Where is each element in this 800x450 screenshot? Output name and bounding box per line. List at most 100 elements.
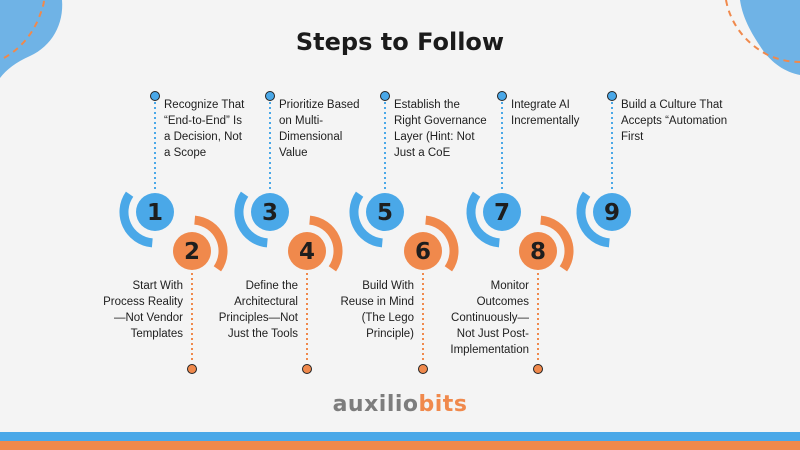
connector-dot: [533, 364, 543, 374]
description-line: Incrementally: [511, 115, 580, 127]
description-line: Reuse in Mind: [340, 296, 414, 308]
description-line: Right Governance: [394, 115, 487, 127]
description-line: Prioritize Based: [279, 99, 360, 111]
description-line: Layer (Hint: Not: [394, 131, 475, 143]
step-circle: [519, 232, 557, 270]
description-line: Continuously—: [451, 312, 529, 324]
description-line: Integrate AI: [511, 99, 570, 111]
description-line: a Decision, Not: [164, 131, 242, 143]
description-line: Templates: [130, 328, 183, 340]
connector-dot: [418, 364, 428, 374]
step-ring: [425, 215, 459, 272]
description-line: Start With: [132, 280, 183, 292]
step-number: 3: [262, 200, 278, 226]
step-number: 4: [299, 239, 315, 265]
description-line: Value: [279, 147, 308, 159]
step-number: 2: [184, 239, 200, 265]
step-ring: [540, 215, 574, 272]
step-number: 1: [147, 200, 163, 226]
connector-dot: [150, 91, 160, 101]
footer-bar-orange: [0, 441, 800, 450]
step-number: 7: [494, 200, 510, 226]
step-5: 5: [349, 91, 404, 248]
description-line: (The Lego: [361, 312, 414, 324]
step-ring: [576, 191, 610, 248]
step-3: 3: [234, 91, 289, 248]
step-8: 8: [519, 215, 574, 374]
step-number: 5: [377, 200, 393, 226]
step-ring: [234, 191, 268, 248]
description-line: Just the Tools: [227, 328, 298, 340]
description-line: Define the: [245, 280, 298, 292]
step-circle: [593, 193, 631, 231]
step-circle: [251, 193, 289, 231]
step-circle: [483, 193, 521, 231]
description-line: Process Reality: [103, 296, 183, 308]
description-line: Principle): [366, 328, 414, 340]
connector-dot: [187, 364, 197, 374]
step-number: 9: [604, 200, 620, 226]
connector-dot: [497, 91, 507, 101]
description-line: Build With: [362, 280, 414, 292]
corner-blob-left: [0, 0, 63, 78]
connector-dot: [265, 91, 275, 101]
step-circle: [173, 232, 211, 270]
step-9: 9: [576, 91, 631, 248]
description-line: Architectural: [234, 296, 298, 308]
step-ring: [309, 215, 343, 272]
description-line: a Scope: [164, 147, 207, 159]
step-circle: [288, 232, 326, 270]
description-line: Not Just Post-: [456, 328, 529, 340]
step-1-description: Recognize That “End-to-End” Is a Decision,…: [164, 97, 284, 161]
description-line: Implementation: [450, 344, 529, 356]
corner-blob-right: [740, 0, 800, 75]
step-6: 6: [404, 215, 459, 374]
step-circle: [404, 232, 442, 270]
description-line: Dimensional: [279, 131, 343, 143]
step-2: 2: [173, 215, 228, 374]
step-ring: [194, 215, 228, 272]
dashed-curve-right: [725, 0, 800, 63]
logo-part-auxilio: auxilio: [332, 392, 419, 417]
description-line: Establish the: [394, 99, 460, 111]
step-ring: [466, 191, 500, 248]
connector-dot: [607, 91, 617, 101]
description-line: Outcomes: [476, 296, 529, 308]
step-number: 6: [415, 239, 431, 265]
logo-part-bits: bits: [418, 392, 468, 417]
description-line: —Not Vendor: [113, 312, 183, 324]
footer-bar-blue: [0, 432, 800, 441]
description-line: “End-to-End” Is: [164, 115, 242, 127]
brand-logo: auxiliobits: [0, 392, 800, 417]
step-ring: [349, 191, 383, 248]
page-title: Steps to Follow: [295, 28, 505, 56]
step-7-description: Integrate AI Incrementally: [511, 97, 631, 129]
step-number: 8: [530, 239, 546, 265]
connector-dot: [302, 364, 312, 374]
description-line: Just a CoE: [394, 147, 451, 159]
description-line: Accepts “Automation: [621, 115, 728, 127]
dashed-curve-left: [3, 0, 45, 59]
description-line: Recognize That: [164, 99, 245, 111]
description-line: Build a Culture That: [621, 99, 723, 111]
description-line: Monitor: [490, 280, 529, 292]
step-circle: [136, 193, 174, 231]
step-circle: [366, 193, 404, 231]
step-1: 1: [119, 91, 174, 248]
description-line: on Multi-: [279, 115, 324, 127]
step-ring: [119, 191, 153, 248]
description-line: First: [621, 131, 644, 143]
step-7: 7: [466, 91, 521, 248]
step-4: 4: [288, 215, 343, 374]
description-line: Principles—Not: [218, 312, 298, 324]
